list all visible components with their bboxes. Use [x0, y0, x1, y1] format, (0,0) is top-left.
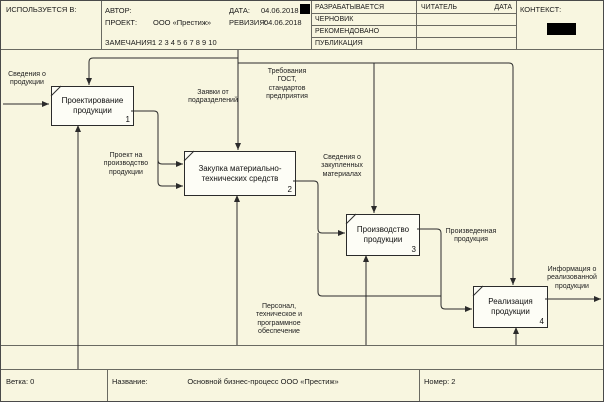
number-value: 2 — [451, 377, 456, 386]
notes-label: ЗАМЕЧАНИЯ: — [105, 38, 155, 47]
corner-notch-icon — [345, 213, 357, 225]
corner-notch-icon — [50, 85, 62, 97]
label-input-product-info[interactable]: Сведения о продукции — [8, 71, 46, 87]
activity-box-4-title: Реализация продукции — [488, 297, 533, 316]
label-dept-requests[interactable]: Заявки от подразделений — [188, 89, 238, 105]
corner-notch-icon — [183, 150, 195, 162]
status-row-draft: ЧЕРНОВИК — [315, 16, 354, 23]
status-row-developing: РАЗРАБАТЫВАЕТСЯ — [315, 4, 385, 11]
branch-cell: Ветка: 0 — [6, 377, 34, 386]
label-sold-info[interactable]: Информация о реализованной продукции — [547, 266, 597, 290]
header-bottom-line — [1, 49, 603, 50]
arrow-control-box4[interactable] — [238, 62, 516, 285]
notes-value: 1 2 3 4 5 6 7 8 9 10 — [152, 38, 217, 47]
project-value: ООО «Престиж» — [153, 18, 212, 27]
activity-box-1-number: 1 — [125, 115, 130, 124]
status-row-line-2 — [311, 25, 516, 26]
activity-box-2-title: Закупка материально-технических средств — [198, 163, 282, 183]
arrow-produced-to-box4[interactable] — [417, 228, 472, 312]
footer-divider-2 — [419, 369, 420, 401]
activity-box-3-number: 3 — [411, 245, 416, 254]
status-row-line-1 — [311, 13, 516, 14]
arrow-purchased-to-box4-join[interactable] — [317, 233, 441, 297]
name-label: Название: — [112, 377, 148, 386]
reader-label: ЧИТАТЕЛЬ — [421, 4, 457, 11]
status-row-publication: ПУБЛИКАЦИЯ — [315, 40, 363, 47]
number-label: Номер: — [424, 377, 450, 386]
used-in-label: ИСПОЛЬЗУЕТСЯ В: — [6, 5, 77, 14]
status-marker-box — [300, 4, 310, 14]
diagram-title: Основной бизнес-процесс ООО «Престиж» — [187, 377, 339, 386]
context-label: КОНТЕКСТ: — [520, 5, 562, 14]
activity-box-2-number: 2 — [287, 185, 292, 194]
label-production-project[interactable]: Проект на производство продукции — [103, 152, 149, 176]
footer-top-line — [1, 369, 603, 370]
label-purchased-materials[interactable]: Сведения о закупленных материалах — [321, 154, 363, 178]
arrow-project-to-box2-upper[interactable] — [157, 159, 183, 167]
activity-box-1-title: Проектирование продукции — [61, 96, 124, 115]
corner-notch-icon — [472, 285, 484, 297]
revision-value: 04.06.2018 — [264, 18, 302, 27]
author-label: АВТОР: — [105, 6, 132, 15]
revision-label: РЕВИЗИЯ: — [229, 18, 267, 27]
arrow-purchased-to-box3[interactable] — [293, 180, 345, 236]
footer-divider-1 — [107, 369, 108, 401]
activity-box-3-title: Производство продукции — [356, 225, 410, 244]
context-thumbnail-box[interactable] — [547, 23, 576, 35]
arrow-project-to-box2-lower[interactable] — [131, 110, 183, 189]
reader-date-label: ДАТА — [494, 4, 512, 11]
label-gost-requirements[interactable]: Требования ГОСТ, стандартов предприятия — [266, 68, 308, 100]
number-cell: Номер: 2 — [424, 377, 455, 386]
branch-label: Ветка: — [6, 377, 29, 386]
status-row-line-3 — [311, 37, 516, 38]
diagram-bottom-line — [1, 345, 603, 346]
date-label: ДАТА: — [229, 6, 250, 15]
status-row-recommended: РЕКОМЕНДОВАНО — [315, 28, 380, 35]
activity-box-3[interactable]: Производство продукции 3 — [346, 214, 420, 256]
activity-box-2[interactable]: Закупка материально-технических средств … — [184, 151, 296, 196]
activity-box-4-number: 4 — [539, 317, 544, 326]
label-produced-goods[interactable]: Произведенная продукция — [445, 228, 497, 244]
header-divider-4 — [516, 1, 517, 49]
activity-box-1[interactable]: Проектирование продукции 1 — [51, 86, 134, 126]
header-divider-1 — [101, 1, 102, 49]
branch-value: 0 — [30, 377, 35, 386]
arrow-control-box1[interactable] — [86, 57, 238, 85]
project-label: ПРОЕКТ: — [105, 18, 138, 27]
date-value: 04.06.2018 — [261, 6, 299, 15]
label-personnel[interactable]: Персонал, техническое и программное обес… — [256, 303, 302, 335]
activity-box-4[interactable]: Реализация продукции 4 — [473, 286, 548, 328]
